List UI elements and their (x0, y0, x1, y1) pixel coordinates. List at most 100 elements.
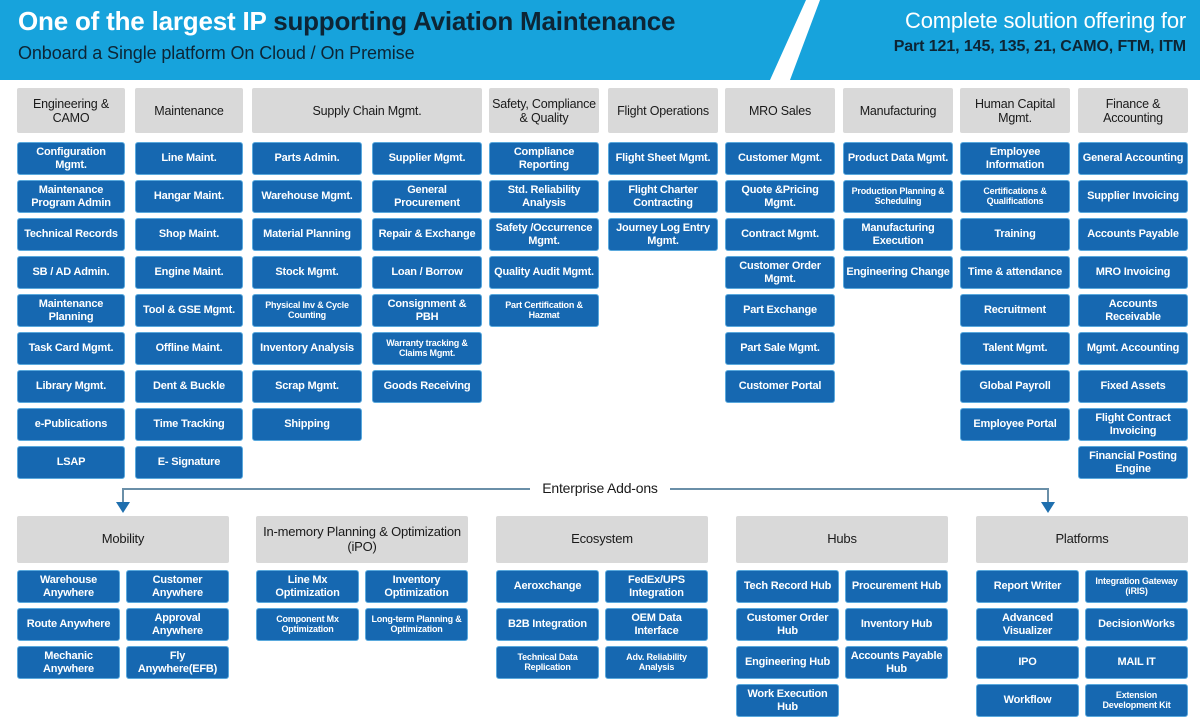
addon-tile[interactable]: Inventory Hub (845, 608, 948, 641)
capability-tile[interactable]: Parts Admin. (252, 142, 362, 175)
addon-tile[interactable]: Engineering Hub (736, 646, 839, 679)
capability-tile[interactable]: Maintenance Planning (17, 294, 125, 327)
capability-tile[interactable]: e-Publications (17, 408, 125, 441)
addon-tile[interactable]: B2B Integration (496, 608, 599, 641)
addon-tile[interactable]: Accounts Payable Hub (845, 646, 948, 679)
capability-tile[interactable]: Consignment & PBH (372, 294, 482, 327)
capability-tile[interactable]: Flight Contract Invoicing (1078, 408, 1188, 441)
capability-tile[interactable]: Supplier Invoicing (1078, 180, 1188, 213)
addon-tile[interactable]: Inventory Optimization (365, 570, 468, 603)
addon-tile[interactable]: Route Anywhere (17, 608, 120, 641)
capability-tile[interactable]: Training (960, 218, 1070, 251)
addon-tile[interactable]: Tech Record Hub (736, 570, 839, 603)
capability-tile[interactable]: Time Tracking (135, 408, 243, 441)
capability-tile[interactable]: Fixed Assets (1078, 370, 1188, 403)
capability-tile[interactable]: Part Certification & Hazmat (489, 294, 599, 327)
capability-tile[interactable]: Hangar Maint. (135, 180, 243, 213)
capability-tile[interactable]: Recruitment (960, 294, 1070, 327)
capability-tile[interactable]: Shop Maint. (135, 218, 243, 251)
capability-tile[interactable]: Goods Receiving (372, 370, 482, 403)
addon-tile[interactable]: Aeroxchange (496, 570, 599, 603)
capability-tile[interactable]: Global Payroll (960, 370, 1070, 403)
capability-tile[interactable]: Employee Information (960, 142, 1070, 175)
capability-tile[interactable]: Offline Maint. (135, 332, 243, 365)
addon-tile[interactable]: Customer Order Hub (736, 608, 839, 641)
addon-tile[interactable]: DecisionWorks (1085, 608, 1188, 641)
addon-tile[interactable]: Fly Anywhere(EFB) (126, 646, 229, 679)
capability-tile[interactable]: Accounts Payable (1078, 218, 1188, 251)
capability-tile[interactable]: Product Data Mgmt. (843, 142, 953, 175)
capability-tile[interactable]: Mgmt. Accounting (1078, 332, 1188, 365)
addon-tile[interactable]: MAIL IT (1085, 646, 1188, 679)
capability-tile[interactable]: Shipping (252, 408, 362, 441)
capability-tile[interactable]: Flight Charter Contracting (608, 180, 718, 213)
capability-tile[interactable]: Technical Records (17, 218, 125, 251)
capability-tile[interactable]: LSAP (17, 446, 125, 479)
addon-tile[interactable]: Long-term Planning & Optimization (365, 608, 468, 641)
capability-tile[interactable]: Talent Mgmt. (960, 332, 1070, 365)
addon-tile[interactable]: Report Writer (976, 570, 1079, 603)
capability-tile[interactable]: Customer Portal (725, 370, 835, 403)
capability-tile[interactable]: Library Mgmt. (17, 370, 125, 403)
capability-tile[interactable]: Part Sale Mgmt. (725, 332, 835, 365)
capability-tile[interactable]: Inventory Analysis (252, 332, 362, 365)
addon-tile[interactable]: Workflow (976, 684, 1079, 717)
capability-tile[interactable]: Safety /Occurrence Mgmt. (489, 218, 599, 251)
capability-tile[interactable]: Warehouse Mgmt. (252, 180, 362, 213)
addon-tile[interactable]: Approval Anywhere (126, 608, 229, 641)
capability-tile[interactable]: SB / AD Admin. (17, 256, 125, 289)
capability-tile[interactable]: Manufacturing Execution (843, 218, 953, 251)
capability-tile[interactable]: Compliance Reporting (489, 142, 599, 175)
capability-tile[interactable]: E- Signature (135, 446, 243, 479)
capability-tile[interactable]: Supplier Mgmt. (372, 142, 482, 175)
capability-tile[interactable]: General Accounting (1078, 142, 1188, 175)
capability-tile[interactable]: Std. Reliability Analysis (489, 180, 599, 213)
capability-tile[interactable]: Repair & Exchange (372, 218, 482, 251)
capability-tile[interactable]: Flight Sheet Mgmt. (608, 142, 718, 175)
addon-tile[interactable]: Adv. Reliability Analysis (605, 646, 708, 679)
capability-tile[interactable]: Tool & GSE Mgmt. (135, 294, 243, 327)
addon-tile[interactable]: Mechanic Anywhere (17, 646, 120, 679)
capability-tile[interactable]: Engineering Change (843, 256, 953, 289)
capability-tile[interactable]: Customer Order Mgmt. (725, 256, 835, 289)
addon-tile[interactable]: Technical Data Replication (496, 646, 599, 679)
capability-tile[interactable]: Employee Portal (960, 408, 1070, 441)
capability-tile[interactable]: Loan / Borrow (372, 256, 482, 289)
capability-tile[interactable]: Certifications & Qualifications (960, 180, 1070, 213)
addon-tile[interactable]: OEM Data Interface (605, 608, 708, 641)
capability-tile[interactable]: Customer Mgmt. (725, 142, 835, 175)
addon-tile[interactable]: Warehouse Anywhere (17, 570, 120, 603)
capability-tile[interactable]: General Procurement (372, 180, 482, 213)
capability-tile[interactable]: Maintenance Program Admin (17, 180, 125, 213)
addon-tile[interactable]: Procurement Hub (845, 570, 948, 603)
capability-tile[interactable]: Part Exchange (725, 294, 835, 327)
capability-tile[interactable]: MRO Invoicing (1078, 256, 1188, 289)
addon-tile[interactable]: IPO (976, 646, 1079, 679)
capability-tile[interactable]: Engine Maint. (135, 256, 243, 289)
capability-tile[interactable]: Task Card Mgmt. (17, 332, 125, 365)
capability-tile[interactable]: Quote &Pricing Mgmt. (725, 180, 835, 213)
capability-tile[interactable]: Journey Log Entry Mgmt. (608, 218, 718, 251)
capability-tile[interactable]: Stock Mgmt. (252, 256, 362, 289)
capability-tile[interactable]: Production Planning & Scheduling (843, 180, 953, 213)
capability-tile[interactable]: Quality Audit Mgmt. (489, 256, 599, 289)
addon-tile[interactable]: FedEx/UPS Integration (605, 570, 708, 603)
addon-tile[interactable]: Work Execution Hub (736, 684, 839, 717)
addon-tile[interactable]: Component Mx Optimization (256, 608, 359, 641)
capability-tile[interactable]: Time & attendance (960, 256, 1070, 289)
capability-tile[interactable]: Dent & Buckle (135, 370, 243, 403)
capability-tile[interactable]: Physical Inv & Cycle Counting (252, 294, 362, 327)
capability-tile[interactable]: Material Planning (252, 218, 362, 251)
capability-tile[interactable]: Scrap Mgmt. (252, 370, 362, 403)
addon-tile[interactable]: Extension Development Kit (1085, 684, 1188, 717)
capability-tile[interactable]: Line Maint. (135, 142, 243, 175)
addon-tile[interactable]: Advanced Visualizer (976, 608, 1079, 641)
capability-tile[interactable]: Accounts Receivable (1078, 294, 1188, 327)
addon-tile[interactable]: Line Mx Optimization (256, 570, 359, 603)
capability-tile[interactable]: Configuration Mgmt. (17, 142, 125, 175)
capability-tile[interactable]: Warranty tracking & Claims Mgmt. (372, 332, 482, 365)
capability-tile[interactable]: Financial Posting Engine (1078, 446, 1188, 479)
capability-tile[interactable]: Contract Mgmt. (725, 218, 835, 251)
addon-tile[interactable]: Customer Anywhere (126, 570, 229, 603)
addon-tile[interactable]: Integration Gateway (iRIS) (1085, 570, 1188, 603)
